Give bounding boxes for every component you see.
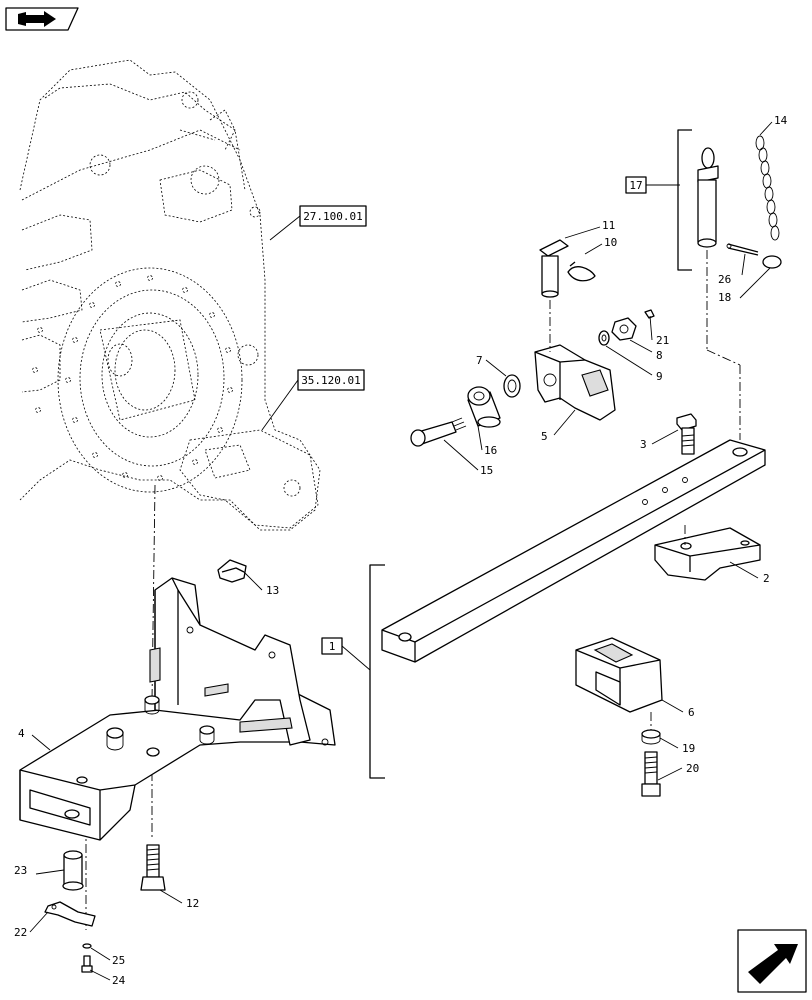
callouts: 1 2 3 4 5 6 7 8 9 10 11 12 [14,114,788,987]
callout-20: 20 [686,762,699,775]
clamp-part-2[interactable] [654,527,761,581]
callout-26: 26 [718,273,731,286]
callout-18: 18 [718,291,731,304]
drawbar-assembly-bracket [369,564,385,779]
callout-15: 15 [480,464,493,477]
plate-part-22[interactable] [44,901,96,927]
callout-1: 1 [329,640,336,653]
drawbar-pin[interactable] [697,147,719,248]
bolt-part-20[interactable] [641,751,661,797]
flange-bolt-holes [32,275,233,481]
reference-27-100-01[interactable]: 27.100.01 [269,205,367,241]
callout-5: 5 [541,430,548,443]
pin-part-23[interactable] [62,850,84,891]
callout-11: 11 [602,219,615,232]
callout-14: 14 [774,114,788,127]
washer-part-25[interactable] [82,943,92,949]
ring-part-7[interactable] [503,374,521,398]
reference-35-120-01[interactable]: 35.120.01 [261,369,365,431]
callout-23: 23 [14,864,27,877]
drawbar-part-1[interactable] [381,439,766,663]
callout-17: 17 [629,179,642,192]
washer-part-9[interactable] [598,330,610,346]
pin-part-15[interactable] [410,417,467,447]
cotter-pin-part-26[interactable] [726,243,759,256]
reference-label: 27.100.01 [303,210,363,223]
swivel-bracket-part-5[interactable] [534,344,616,421]
tractor-housing [19,59,321,531]
callout-25: 25 [112,954,125,967]
book-arrow-icon[interactable] [5,7,79,31]
chain-part-14[interactable] [755,135,780,241]
ring-part-18[interactable] [762,255,782,269]
screw-part-24[interactable] [81,955,93,973]
bush-part-16[interactable] [467,386,501,428]
callout-10: 10 [604,236,617,249]
callout-7: 7 [476,354,483,367]
callout-24: 24 [112,974,126,987]
callout-16: 16 [484,444,497,457]
callout-21: 21 [656,334,669,347]
pin-part-11[interactable] [539,239,569,298]
callout-3: 3 [640,438,647,451]
bolt-part-3[interactable] [676,413,697,455]
spring-clip-part-10[interactable] [567,261,596,282]
washer-part-19[interactable] [641,729,661,745]
callout-4: 4 [18,727,25,740]
pin-assembly-part-17[interactable]: 17 [625,129,692,271]
callout-8: 8 [656,349,663,362]
bolt-part-13[interactable] [217,559,247,583]
callout-19: 19 [682,742,695,755]
callout-12: 12 [186,897,199,910]
block-part-6[interactable] [575,637,663,713]
callout-9: 9 [656,370,663,383]
callout-6: 6 [688,706,695,719]
bracket-part-4[interactable] [19,577,336,841]
grease-fitting-part-21[interactable] [644,309,655,319]
callout-22: 22 [14,926,27,939]
nut-part-8[interactable] [611,317,637,341]
callout-13: 13 [266,584,279,597]
callout-2: 2 [763,572,770,585]
next-page-arrow-icon[interactable] [737,929,807,993]
bolt-part-12[interactable] [140,844,166,891]
reference-label: 35.120.01 [301,374,361,387]
